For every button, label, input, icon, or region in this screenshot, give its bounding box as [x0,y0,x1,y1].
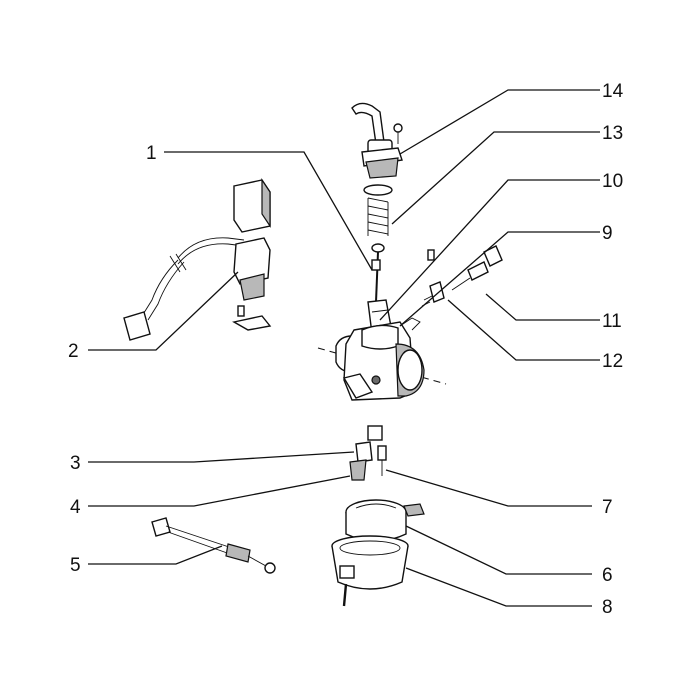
callout-labels: 14 13 10 9 1 11 12 2 3 4 7 5 6 8 [68,81,624,618]
leader-10 [379,179,600,321]
leader-9 [399,231,600,327]
float-bowl-part [331,535,409,607]
label-2: 2 [68,341,79,362]
leader-5 [88,545,223,565]
carburetor-cap-part [351,102,403,179]
leader-7 [385,469,592,507]
label-1: 1 [146,143,157,164]
jet-needle-part [371,243,385,303]
label-9: 9 [602,223,613,244]
label-12: 12 [602,351,623,372]
label-10: 10 [602,171,623,192]
leader-13 [391,131,600,225]
label-7: 7 [602,497,613,518]
leader-11 [485,293,600,321]
label-4: 4 [70,497,81,518]
carburetor-body-part [317,317,447,401]
leader-1 [164,151,373,271]
leader-4 [88,475,351,507]
label-11: 11 [602,311,622,332]
label-8: 8 [602,597,613,618]
slide-spring-part [363,184,393,236]
leader-12 [447,299,600,361]
label-3: 3 [70,453,81,474]
label-13: 13 [602,123,623,144]
float-part [345,499,425,542]
label-14: 14 [602,81,624,102]
adjust-screws-part [421,245,503,307]
label-5: 5 [70,555,81,576]
leader-14 [399,89,600,155]
throttle-cable-part [151,517,276,574]
leader-8 [405,567,592,607]
leader-2 [88,271,239,351]
label-6: 6 [602,565,613,586]
leader-6 [405,525,592,575]
automatic-choke-part [123,178,272,341]
leader-3 [88,451,355,463]
leader-lines [88,89,600,607]
jets-part [349,425,387,481]
